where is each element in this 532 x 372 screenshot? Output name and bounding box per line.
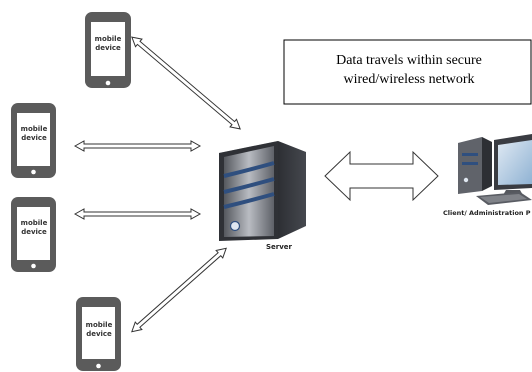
note-line1: Data travels within secure <box>336 53 482 68</box>
mobile-device-label-line2: device <box>21 228 47 236</box>
double-arrow-icon <box>131 247 227 333</box>
double-arrow-icon <box>131 36 241 130</box>
server-label: Server <box>266 243 293 251</box>
note-line2: wired/wireless network <box>343 72 474 87</box>
arrow-mobile1-server <box>131 36 241 130</box>
mobile-device-3: mobile device <box>11 197 56 272</box>
mobile-phone-icon <box>11 197 56 272</box>
client-label: Client/ Administration P <box>443 209 531 217</box>
client-pc: Client/ Administration P <box>443 134 532 217</box>
server: Server <box>219 141 306 251</box>
double-arrow-icon <box>73 140 202 152</box>
desktop-computer-icon <box>458 134 532 205</box>
double-arrow-icon <box>324 150 439 202</box>
mobile-device-label-line1: mobile <box>21 125 48 133</box>
mobile-device-label-line2: device <box>86 330 112 338</box>
mobile-device-label-line2: device <box>21 134 47 142</box>
mobile-phone-icon <box>76 297 121 371</box>
mobile-phone-icon <box>85 12 131 88</box>
arrow-mobile3-server <box>73 208 202 220</box>
mobile-device-label-line1: mobile <box>21 219 48 227</box>
mobile-phone-icon <box>11 103 56 178</box>
arrow-server-client <box>324 150 439 202</box>
mobile-device-1: mobile device <box>85 12 131 88</box>
network-note: Data travels within secure wired/wireles… <box>283 39 532 105</box>
arrow-mobile2-server <box>73 140 202 152</box>
server-tower-icon <box>219 141 306 241</box>
mobile-device-2: mobile device <box>11 103 56 178</box>
mobile-device-label-line2: device <box>95 44 121 52</box>
arrow-mobile4-server <box>131 247 227 333</box>
mobile-device-label-line1: mobile <box>95 35 122 43</box>
mobile-device-label-line1: mobile <box>86 321 113 329</box>
mobile-device-4: mobile device <box>76 297 121 371</box>
double-arrow-icon <box>73 208 202 220</box>
